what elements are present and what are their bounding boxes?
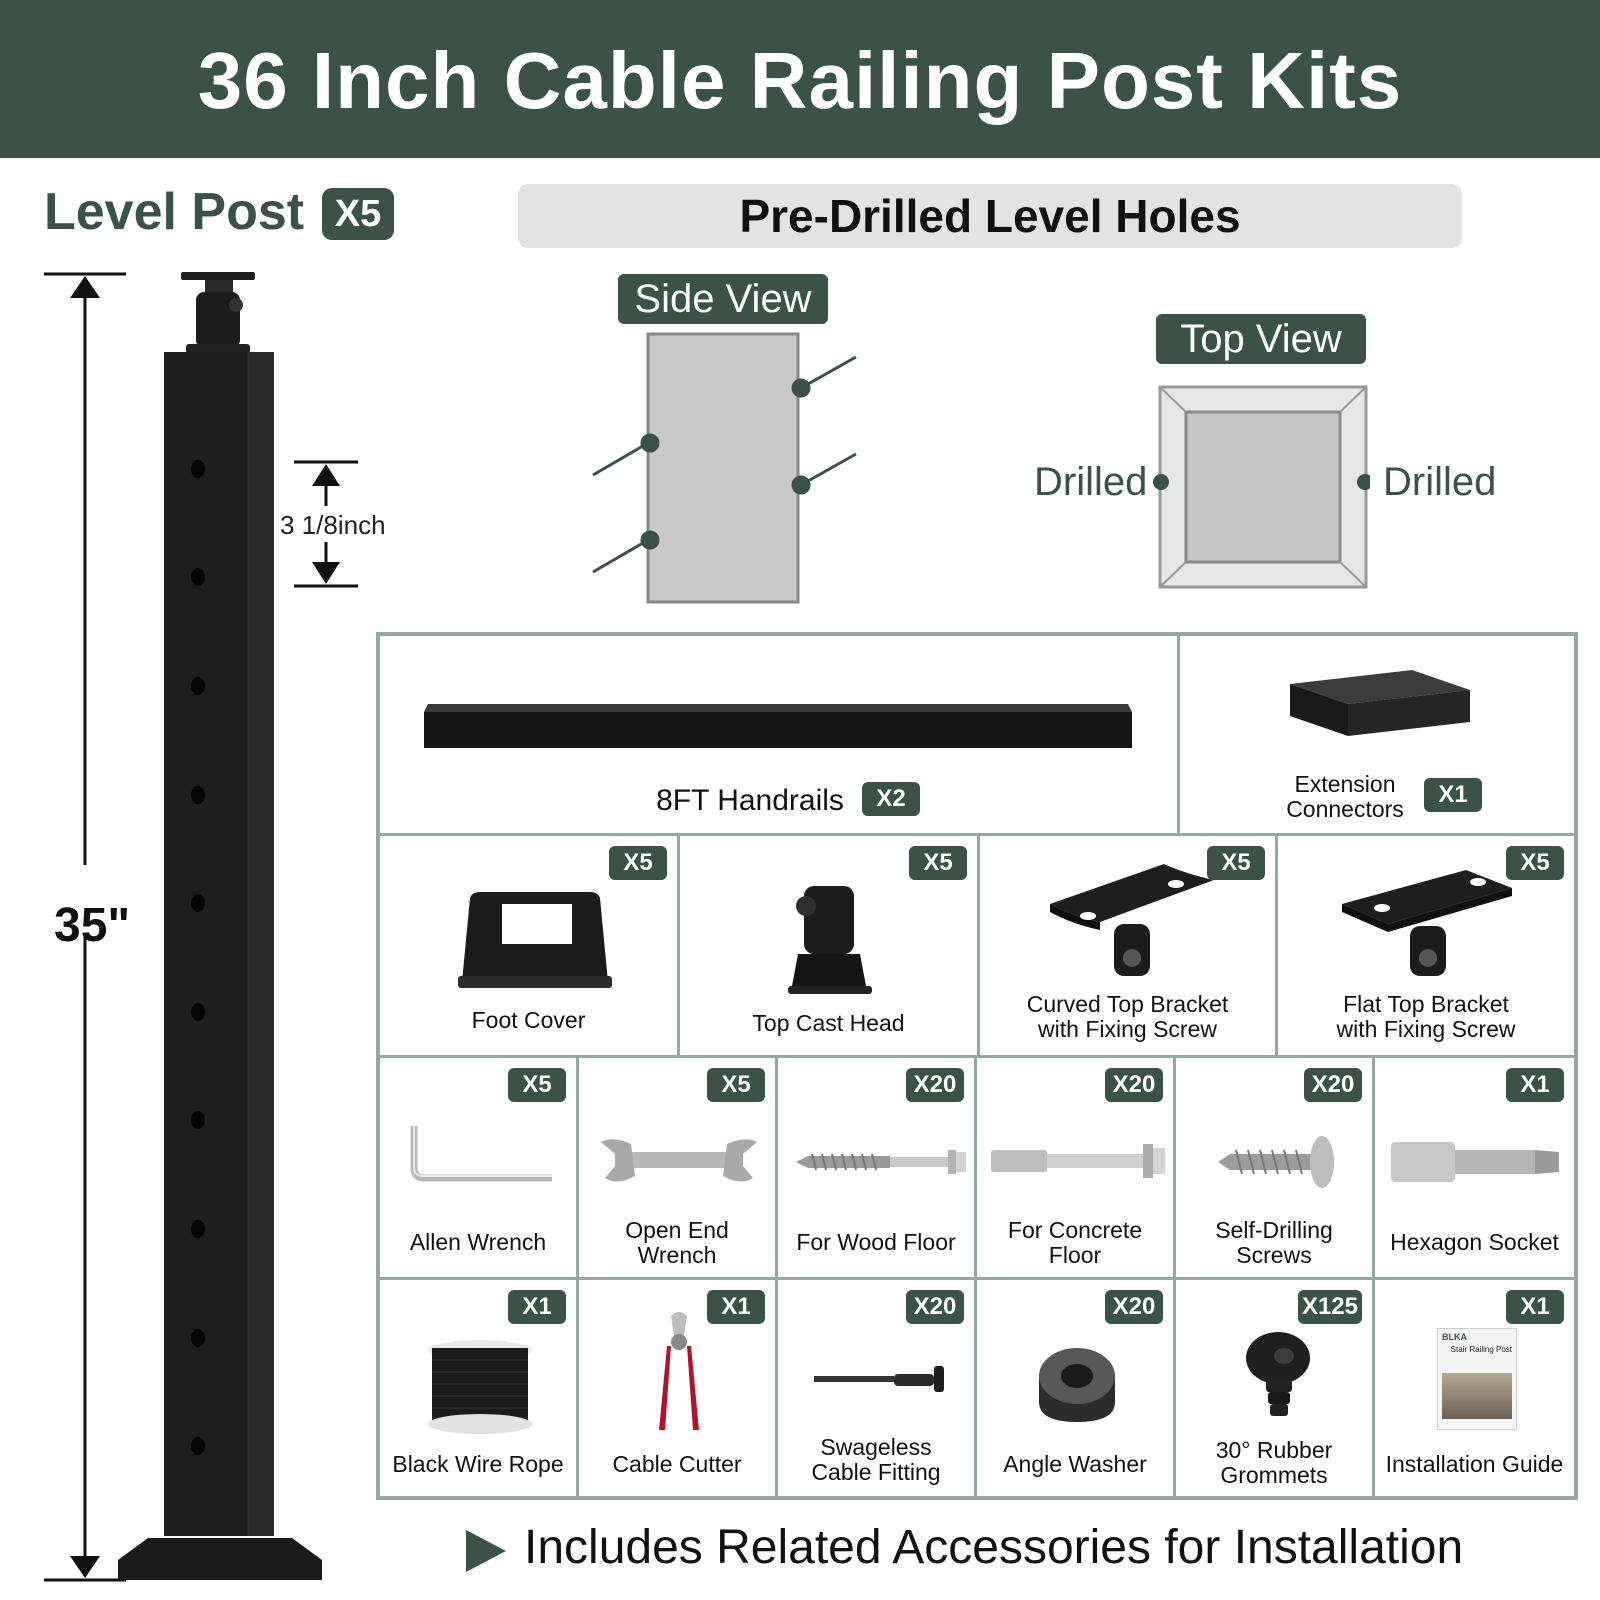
swageless-fitting-qty-badge: X20 <box>906 1290 964 1324</box>
flat-bracket-qty-badge: X5 <box>1506 846 1564 880</box>
level-post-label: Level Post <box>44 183 305 241</box>
kit-item-concrete-anchor: X20 For Concrete Floor <box>977 1058 1176 1280</box>
flat-bracket-label: Flat Top Bracket with Fixing Screw <box>1336 991 1516 1042</box>
handrails-qty-badge: X2 <box>862 782 920 816</box>
top-view-tag: Top View <box>1156 314 1366 364</box>
curved-bracket-icon <box>1050 864 1214 976</box>
cable-cutter-icon <box>659 1312 699 1430</box>
top-cast-head-label: Top Cast Head <box>752 1010 905 1036</box>
hole-spacing-label: 3 1/8inch <box>280 510 386 540</box>
installation-guide-icon: BLKA Stair Railing Post <box>1437 1328 1517 1430</box>
open-end-wrench-label: Open End Wrench <box>625 1217 729 1268</box>
curved-bracket-label: Curved Top Bracket with Fixing Screw <box>1026 991 1229 1042</box>
kit-item-open-end-wrench: X5 Open End Wrench <box>579 1058 778 1280</box>
angle-washer-icon <box>1039 1348 1115 1422</box>
guide-brand: BLKA <box>1442 1332 1467 1342</box>
drilled-label-left: Drilled <box>1034 460 1148 504</box>
kit-item-cable-cutter: X1 Cable Cutter <box>579 1280 778 1496</box>
kit-item-rubber-grommets: X125 30° Rubber Grommets <box>1176 1280 1375 1496</box>
wood-floor-label: For Wood Floor <box>796 1229 956 1255</box>
post-height-label: 35" <box>54 899 131 952</box>
kit-item-swageless-fitting: X20 Swageless Cable Fitting <box>778 1280 977 1496</box>
hole-spacing-dimension <box>294 460 358 588</box>
title-banner <box>0 0 1600 158</box>
top-cast-head-icon <box>788 886 872 994</box>
level-post-qty-badge: X5 <box>322 188 394 240</box>
side-view-diagram <box>592 332 857 604</box>
cable-fitting-icon <box>814 1366 944 1392</box>
kit-item-top-cast-head: X5 Top Cast Head <box>680 836 980 1058</box>
installation-guide-qty-badge: X1 <box>1506 1290 1564 1324</box>
side-view-tag: Side View <box>618 274 828 324</box>
concrete-floor-label: For Concrete Floor <box>1007 1217 1143 1268</box>
extension-connectors-qty-badge: X1 <box>1424 778 1482 812</box>
footer-note: Includes Related Accessories for Install… <box>524 1521 1464 1574</box>
kit-item-black-wire-rope: X1 Black Wire Rope <box>380 1280 579 1496</box>
kit-contents-grid: 8FT Handrails X2 Extension Connectors X1… <box>376 632 1578 1500</box>
kit-item-installation-guide: BLKA Stair Railing Post X1 Installation … <box>1375 1280 1574 1496</box>
handrails-label: 8FT Handrails <box>656 784 844 817</box>
height-dimension-line <box>44 272 130 1582</box>
handrail-icon <box>424 704 1132 748</box>
post-holes <box>191 460 205 1455</box>
rubber-grommet-icon <box>1246 1332 1310 1416</box>
rubber-grommets-qty-badge: X125 <box>1297 1290 1362 1324</box>
cable-cutter-label: Cable Cutter <box>612 1451 742 1477</box>
self-drilling-qty-badge: X20 <box>1304 1068 1362 1102</box>
open-end-wrench-qty-badge: X5 <box>707 1068 765 1102</box>
foot-cover-qty-badge: X5 <box>609 846 667 880</box>
self-drilling-label: Self-Drilling Screws <box>1215 1217 1333 1268</box>
open-end-wrench-icon <box>601 1139 757 1182</box>
top-cast-head-qty-badge: X5 <box>909 846 967 880</box>
kit-item-angle-washer: X20 Angle Washer <box>977 1280 1176 1496</box>
flat-bracket-icon <box>1342 870 1512 976</box>
kit-item-wood-floor-screw: X20 For Wood Floor <box>778 1058 977 1280</box>
foot-cover-label: Foot Cover <box>471 1007 586 1033</box>
kit-item-foot-cover: X5 Foot Cover <box>380 836 680 1058</box>
concrete-floor-qty-badge: X20 <box>1105 1068 1163 1102</box>
rubber-grommets-label: 30° Rubber Grommets <box>1215 1437 1333 1488</box>
guide-title: Stair Railing Post <box>1450 1345 1512 1354</box>
post-top-head <box>181 272 255 354</box>
angle-washer-label: Angle Washer <box>1003 1451 1147 1477</box>
top-view-diagram <box>1153 385 1370 589</box>
hexagon-socket-qty-badge: X1 <box>1506 1068 1564 1102</box>
wood-screw-icon <box>796 1150 966 1174</box>
concrete-anchor-icon <box>991 1144 1165 1178</box>
kit-item-flat-top-bracket: X5 Flat Top Bracket with Fixing Screw <box>1278 836 1574 1058</box>
wire-rope-qty-badge: X1 <box>508 1290 566 1324</box>
kit-item-self-drilling-screws: X20 Self-Drilling Screws <box>1176 1058 1375 1280</box>
wire-rope-icon <box>428 1340 532 1434</box>
installation-guide-label: Installation Guide <box>1385 1451 1564 1477</box>
kit-item-hexagon-socket: X1 Hexagon Socket <box>1375 1058 1574 1280</box>
allen-wrench-label: Allen Wrench <box>409 1229 547 1255</box>
play-arrow-icon <box>466 1530 506 1572</box>
post-base-plate <box>118 1538 322 1580</box>
extension-connector-icon <box>1290 670 1470 736</box>
level-post-illustration <box>44 272 358 1582</box>
kit-item-curved-top-bracket: X5 Curved Top Bracket with Fixing Screw <box>980 836 1278 1058</box>
extension-connectors-label: Extension Connectors <box>1286 771 1404 822</box>
curved-bracket-qty-badge: X5 <box>1207 846 1265 880</box>
allen-wrench-icon <box>410 1126 552 1182</box>
wood-floor-qty-badge: X20 <box>906 1068 964 1102</box>
kit-item-allen-wrench: X5 Allen Wrench <box>380 1058 579 1280</box>
hexagon-socket-label: Hexagon Socket <box>1390 1229 1559 1255</box>
swageless-fitting-label: Swageless Cable Fitting <box>811 1434 941 1485</box>
wire-rope-label: Black Wire Rope <box>392 1451 564 1477</box>
allen-wrench-qty-badge: X5 <box>508 1068 566 1102</box>
kit-item-handrails: 8FT Handrails X2 <box>380 636 1180 836</box>
hex-socket-icon <box>1391 1142 1559 1182</box>
drilled-label-right: Drilled <box>1383 460 1497 504</box>
foot-cover-icon <box>458 892 612 988</box>
pre-drilled-holes-heading: Pre-Drilled Level Holes <box>518 184 1462 248</box>
self-drilling-screw-icon <box>1218 1136 1334 1188</box>
page-title: 36 Inch Cable Railing Post Kits <box>197 36 1403 125</box>
cable-cutter-qty-badge: X1 <box>707 1290 765 1324</box>
angle-washer-qty-badge: X20 <box>1105 1290 1163 1324</box>
kit-item-extension-connectors: Extension Connectors X1 <box>1180 636 1574 836</box>
